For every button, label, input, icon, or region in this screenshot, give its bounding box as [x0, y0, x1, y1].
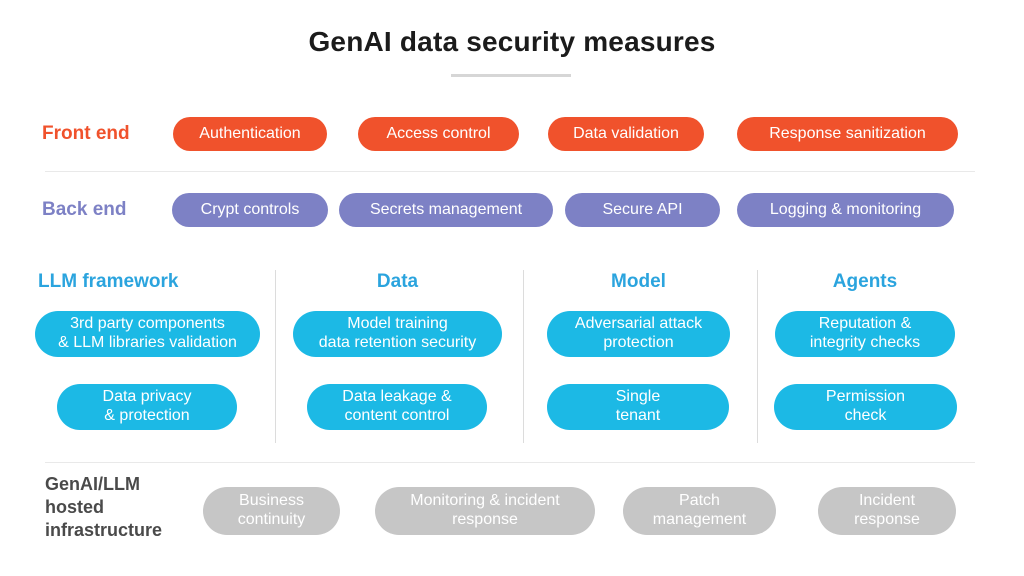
column-header-model: Model: [611, 271, 666, 292]
column-divider-1: [275, 270, 276, 443]
column-divider-2: [523, 270, 524, 443]
pill-3rd-party-components: 3rd party components & LLM libraries val…: [35, 311, 260, 357]
pill-response-sanitization: Response sanitization: [737, 117, 958, 151]
front-back-divider: [45, 171, 975, 172]
pill-patch-management: Patch management: [623, 487, 776, 535]
column-divider-3: [757, 270, 758, 443]
back-end-label: Back end: [42, 199, 127, 220]
pill-secure-api: Secure API: [565, 193, 720, 227]
pill-crypt-controls: Crypt controls: [172, 193, 328, 227]
pill-model-training-retention: Model training data retention security: [293, 311, 502, 357]
pill-data-validation: Data validation: [548, 117, 704, 151]
pill-single-tenant: Single tenant: [547, 384, 729, 430]
pill-incident-response: Incident response: [818, 487, 956, 535]
pill-access-control: Access control: [358, 117, 519, 151]
front-end-label: Front end: [42, 123, 130, 144]
column-header-agents: Agents: [832, 271, 898, 292]
column-header-llm-framework: LLM framework: [38, 271, 179, 292]
pill-data-leakage-content-control: Data leakage & content control: [307, 384, 487, 430]
pill-reputation-integrity-checks: Reputation & integrity checks: [775, 311, 955, 357]
infrastructure-label: GenAI/LLM hosted infrastructure: [45, 474, 163, 540]
pill-secrets-management: Secrets management: [339, 193, 553, 227]
pill-adversarial-attack-protection: Adversarial attack protection: [547, 311, 730, 357]
pill-logging-monitoring: Logging & monitoring: [737, 193, 954, 227]
pill-permission-check: Permission check: [774, 384, 957, 430]
infrastructure-divider: [45, 462, 975, 463]
column-header-data: Data: [376, 271, 419, 292]
pill-authentication: Authentication: [173, 117, 327, 151]
pill-monitoring-incident-response: Monitoring & incident response: [375, 487, 595, 535]
pill-data-privacy-protection: Data privacy & protection: [57, 384, 237, 430]
page-title: GenAI data security measures: [308, 26, 716, 57]
pill-business-continuity: Business continuity: [203, 487, 340, 535]
title-underline: [451, 74, 571, 77]
